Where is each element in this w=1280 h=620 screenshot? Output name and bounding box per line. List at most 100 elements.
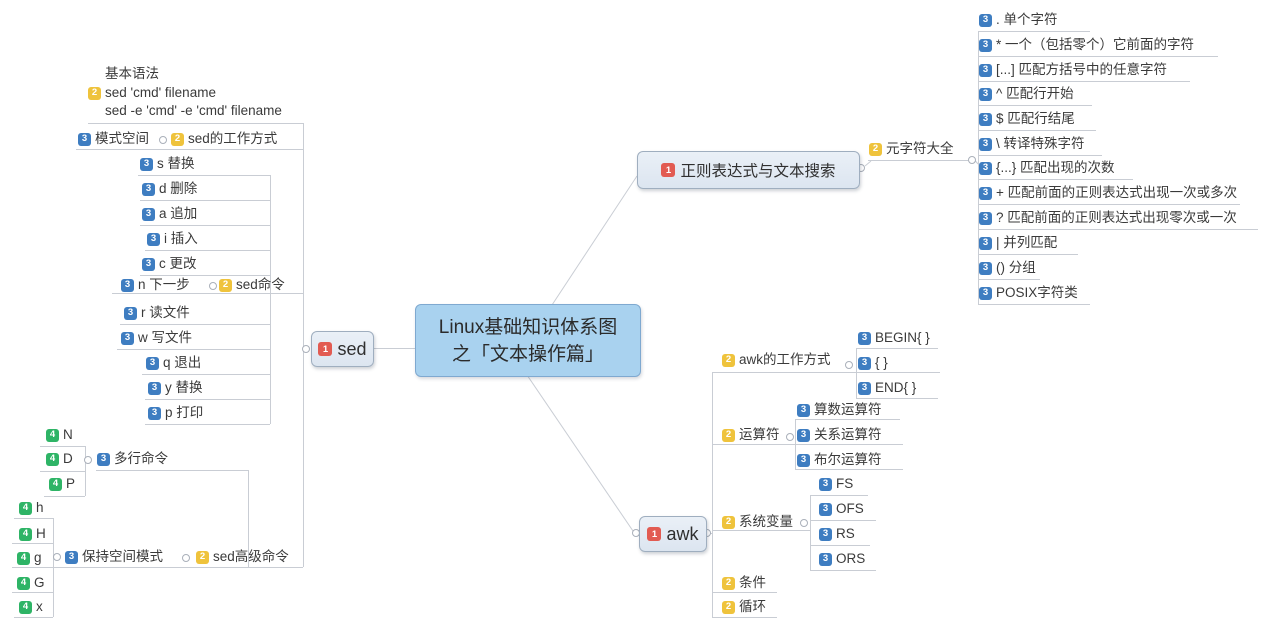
collapse-toggle[interactable] bbox=[800, 519, 808, 527]
topic-label: 基本语法 bbox=[105, 66, 159, 81]
collapse-toggle[interactable] bbox=[786, 433, 794, 441]
topic-holdspace-H[interactable]: 4 H bbox=[19, 526, 46, 542]
collapse-toggle[interactable] bbox=[209, 282, 217, 290]
topic-holdspace-g[interactable]: 4 g bbox=[17, 550, 42, 566]
topic-metachar-caret[interactable]: 3 ^ 匹配行开始 bbox=[979, 86, 1074, 102]
root-topic[interactable]: Linux基础知识体系图 之「文本操作篇」 bbox=[415, 304, 641, 377]
topic-metachar-dot[interactable]: 3 . 单个字符 bbox=[979, 12, 1058, 28]
topic-sed-cmd-i[interactable]: 3 i 插入 bbox=[147, 231, 198, 247]
topic-label: D bbox=[63, 451, 73, 466]
topic-sed-work-mode[interactable]: 2 sed的工作方式 bbox=[171, 131, 277, 147]
topic-sed-advanced-group[interactable]: 2 sed高级命令 bbox=[196, 549, 289, 565]
topic-awk-work-mode[interactable]: 2 awk的工作方式 bbox=[722, 352, 831, 368]
topic-awk-body[interactable]: 3 { } bbox=[858, 355, 888, 371]
topic-awk-end[interactable]: 3 END{ } bbox=[858, 380, 916, 396]
collapse-toggle[interactable] bbox=[182, 554, 190, 562]
topic-metachar-star[interactable]: 3 * 一个（包括零个）它前面的字符 bbox=[979, 37, 1194, 53]
priority-3-badge: 3 bbox=[797, 428, 810, 442]
topic-awk-sys-vars[interactable]: 2 系统变量 bbox=[722, 514, 793, 530]
topic-metachar-parens[interactable]: 3 () 分组 bbox=[979, 260, 1036, 276]
priority-3-badge: 3 bbox=[979, 186, 992, 200]
topic-sed-cmd-r[interactable]: 3 r 读文件 bbox=[124, 305, 190, 321]
priority-3-badge: 3 bbox=[146, 356, 159, 370]
topic-metachar-pipe[interactable]: 3 | 并列匹配 bbox=[979, 235, 1057, 251]
topic-holdspace-x[interactable]: 4 x bbox=[19, 599, 43, 615]
topic-holdspace-h[interactable]: 4 h bbox=[19, 500, 44, 516]
topic-label: RS bbox=[836, 526, 855, 541]
topic-sed-cmd-c[interactable]: 3 c 更改 bbox=[142, 256, 197, 272]
collapse-toggle[interactable] bbox=[845, 361, 853, 369]
topic-sed-cmd-y[interactable]: 3 y 替换 bbox=[148, 380, 203, 396]
collapse-toggle[interactable] bbox=[302, 345, 310, 353]
topic-awk-var-ors[interactable]: 3 ORS bbox=[819, 551, 865, 567]
topic-sed-cmd-w[interactable]: 3 w 写文件 bbox=[121, 330, 192, 346]
priority-2-badge: 2 bbox=[722, 515, 735, 529]
branch-node-regex[interactable]: 1 正则表达式与文本搜索 bbox=[637, 151, 860, 189]
collapse-toggle[interactable] bbox=[968, 156, 976, 164]
topic-metachar-dollar[interactable]: 3 $ 匹配行结尾 bbox=[979, 111, 1075, 127]
topic-awk-arith-op[interactable]: 3 算数运算符 bbox=[797, 402, 882, 418]
topic-label: h bbox=[36, 500, 44, 515]
collapse-toggle[interactable] bbox=[159, 136, 167, 144]
topic-label: sed命令 bbox=[236, 277, 285, 292]
topic-multiline-group[interactable]: 3 多行命令 bbox=[97, 451, 168, 467]
topic-sed-cmd-a[interactable]: 3 a 追加 bbox=[142, 206, 197, 222]
topic-holdspace-group[interactable]: 3 保持空间模式 bbox=[65, 549, 163, 565]
topic-label: ? 匹配前面的正则表达式出现零次或一次 bbox=[996, 210, 1237, 225]
topic-metachar-braces[interactable]: 3 {...} 匹配出现的次数 bbox=[979, 160, 1115, 176]
topic-metachar-backslash[interactable]: 3 \ 转译特殊字符 bbox=[979, 136, 1085, 152]
priority-3-badge: 3 bbox=[97, 452, 110, 466]
priority-4-badge: 4 bbox=[17, 551, 30, 565]
branch-node-awk[interactable]: 1 awk bbox=[639, 516, 707, 552]
topic-holdspace-G[interactable]: 4 G bbox=[17, 575, 45, 591]
topic-multiline-D[interactable]: 4 D bbox=[46, 451, 73, 467]
collapse-toggle[interactable] bbox=[53, 553, 61, 561]
topic-metachar-group[interactable]: 2 元字符大全 bbox=[869, 141, 954, 157]
topic-sed-cmd-s[interactable]: 3 s 替换 bbox=[140, 156, 195, 172]
topic-awk-rel-op[interactable]: 3 关系运算符 bbox=[797, 427, 882, 443]
topic-basic-syntax-cmd1[interactable]: 2 sed 'cmd' filename bbox=[88, 85, 216, 101]
topic-label: 循环 bbox=[739, 599, 766, 614]
branch-node-sed[interactable]: 1 sed bbox=[311, 331, 374, 367]
branch-lines bbox=[12, 31, 1258, 618]
topic-pattern-space[interactable]: 3 模式空间 bbox=[78, 131, 149, 147]
topic-label: a 追加 bbox=[159, 206, 198, 221]
branch-label: 正则表达式与文本搜索 bbox=[680, 163, 836, 180]
topic-awk-var-fs[interactable]: 3 FS bbox=[819, 476, 853, 492]
topic-basic-syntax-cmd2[interactable]: sed -e 'cmd' -e 'cmd' filename bbox=[105, 103, 282, 119]
topic-awk-loop[interactable]: 2 循环 bbox=[722, 599, 766, 615]
topic-sed-cmd-p[interactable]: 3 p 打印 bbox=[148, 405, 203, 421]
topic-label: N bbox=[63, 427, 73, 442]
topic-awk-var-ofs[interactable]: 3 OFS bbox=[819, 501, 864, 517]
topic-multiline-P[interactable]: 4 P bbox=[49, 476, 75, 492]
topic-label: awk的工作方式 bbox=[739, 352, 831, 367]
priority-3-badge: 3 bbox=[979, 112, 992, 126]
topic-label: FS bbox=[836, 476, 854, 491]
topic-metachar-brackets[interactable]: 3 [...] 匹配方括号中的任意字符 bbox=[979, 62, 1167, 78]
priority-4-badge: 4 bbox=[46, 428, 59, 442]
topic-metachar-posix[interactable]: 3 POSIX字符类 bbox=[979, 285, 1078, 301]
topic-sed-cmd-n[interactable]: 3 n 下一步 bbox=[121, 277, 190, 293]
priority-3-badge: 3 bbox=[858, 356, 871, 370]
topic-label: s 替换 bbox=[157, 156, 195, 171]
priority-3-badge: 3 bbox=[979, 261, 992, 275]
topic-label: 保持空间模式 bbox=[82, 549, 163, 564]
topic-basic-syntax-title[interactable]: 基本语法 bbox=[105, 66, 159, 82]
topic-sed-commands-group[interactable]: 2 sed命令 bbox=[219, 277, 285, 293]
topic-sed-cmd-q[interactable]: 3 q 退出 bbox=[146, 355, 201, 371]
topic-awk-bool-op[interactable]: 3 布尔运算符 bbox=[797, 452, 882, 468]
topic-metachar-plus[interactable]: 3 + 匹配前面的正则表达式出现一次或多次 bbox=[979, 185, 1237, 201]
topic-awk-condition[interactable]: 2 条件 bbox=[722, 575, 766, 591]
priority-3-badge: 3 bbox=[979, 13, 992, 27]
topic-awk-var-rs[interactable]: 3 RS bbox=[819, 526, 855, 542]
topic-label: sed的工作方式 bbox=[188, 131, 278, 146]
topic-multiline-N[interactable]: 4 N bbox=[46, 427, 73, 443]
topic-label: \ 转译特殊字符 bbox=[996, 136, 1085, 151]
topic-awk-begin[interactable]: 3 BEGIN{ } bbox=[858, 330, 930, 346]
topic-awk-operators[interactable]: 2 运算符 bbox=[722, 427, 780, 443]
collapse-toggle[interactable] bbox=[84, 456, 92, 464]
topic-metachar-question[interactable]: 3 ? 匹配前面的正则表达式出现零次或一次 bbox=[979, 210, 1237, 226]
topic-sed-cmd-d[interactable]: 3 d 删除 bbox=[142, 181, 197, 197]
topic-label: r 读文件 bbox=[141, 305, 190, 320]
